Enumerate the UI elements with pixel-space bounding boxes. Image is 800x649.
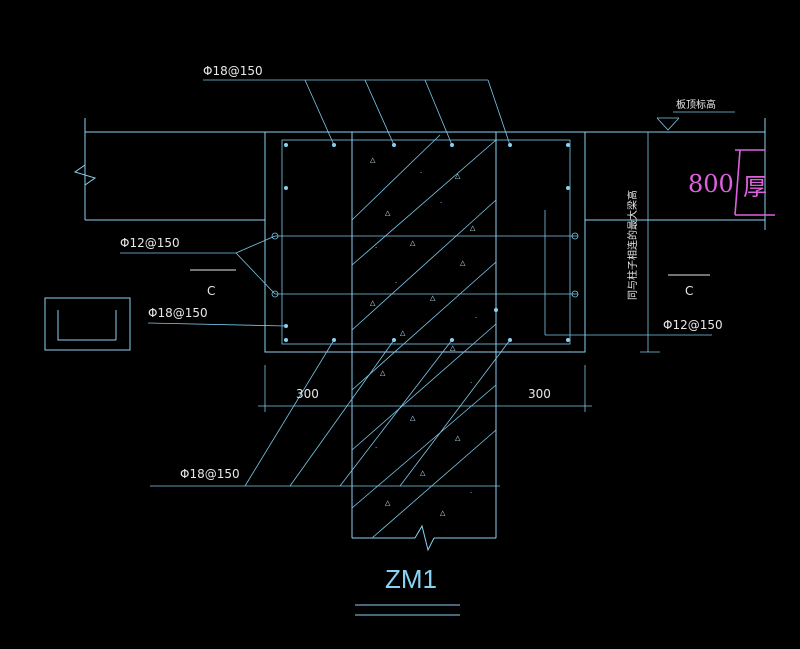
svg-text:·: · <box>420 169 422 177</box>
dim-label-left: 300 <box>296 387 319 401</box>
left-low-leader <box>147 322 287 327</box>
svg-text:△: △ <box>420 469 426 477</box>
rebar-cage <box>281 139 571 345</box>
break-symbol-bottom <box>414 524 435 552</box>
rebar-hook-4 <box>571 290 579 298</box>
svg-text:△: △ <box>460 259 466 267</box>
label-rebar-left-low: Φ18@150 <box>148 306 208 320</box>
left-mid-leaders <box>120 235 276 295</box>
bottom-dimension <box>258 365 592 412</box>
svg-text:△: △ <box>455 172 461 180</box>
svg-text:·: · <box>375 444 377 452</box>
rebar-hook-3 <box>571 232 579 240</box>
svg-text:△: △ <box>370 299 376 307</box>
section-label-right: C <box>685 284 693 298</box>
svg-text:△: △ <box>380 369 386 377</box>
svg-text:△: △ <box>440 509 446 517</box>
markup-value: 800 <box>688 170 734 198</box>
svg-text:·: · <box>395 279 397 287</box>
svg-text:△: △ <box>410 239 416 247</box>
svg-text:·: · <box>470 489 472 497</box>
drawing-title: ZM1 <box>385 564 437 594</box>
section-symbol-frame <box>44 297 131 351</box>
elevation-marker <box>656 111 735 131</box>
svg-text:△: △ <box>370 156 376 164</box>
svg-text:△: △ <box>385 209 391 217</box>
svg-text:△: △ <box>400 329 406 337</box>
svg-text:·: · <box>475 314 477 322</box>
section-label-left: C <box>207 284 215 298</box>
svg-text:△: △ <box>450 344 456 352</box>
label-rebar-top: Φ18@150 <box>203 64 263 78</box>
svg-text:·: · <box>440 199 442 207</box>
rebar-dots <box>284 143 570 342</box>
svg-text:△: △ <box>385 499 391 507</box>
svg-text:·: · <box>375 244 377 252</box>
svg-text:△: △ <box>430 294 436 302</box>
svg-text:·: · <box>470 379 472 387</box>
svg-text:△: △ <box>470 224 476 232</box>
label-rebar-left-mid: Φ12@150 <box>120 236 180 250</box>
rebar-hook-1 <box>271 232 279 240</box>
right-leader <box>544 210 712 336</box>
markup-char: 厚 <box>743 173 767 201</box>
section-symbol-inner <box>57 310 116 341</box>
dim-label-right: 300 <box>528 387 551 401</box>
bottom-rebars <box>150 339 511 487</box>
label-beam-note: 同与柱子相连的最大梁高 <box>626 190 639 300</box>
svg-text:△: △ <box>410 414 416 422</box>
label-rebar-bottom: Φ18@150 <box>180 467 240 481</box>
diagonal-rebars <box>351 134 497 539</box>
column-capital-outline <box>264 131 586 353</box>
label-slab-elevation: 板顶标高 <box>676 98 716 111</box>
rebar-hook-2 <box>271 290 279 298</box>
markup-annotation <box>734 149 775 216</box>
label-rebar-right: Φ12@150 <box>663 318 723 332</box>
break-symbol-left <box>73 164 97 186</box>
concrete-hatch: △ · △ △ · △ · △ △ · △ △ · △ △ △ · △ △ · △ · △ △ <box>370 156 477 517</box>
top-leaders <box>203 79 511 146</box>
svg-text:△: △ <box>455 434 461 442</box>
